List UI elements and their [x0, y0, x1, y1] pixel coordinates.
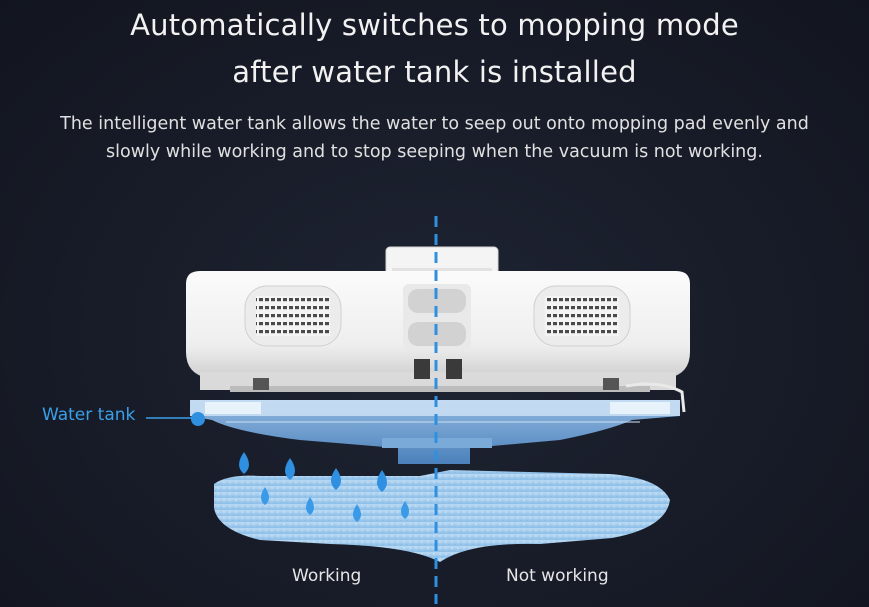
description-line-1: The intelligent water tank allows the wa…	[60, 114, 809, 134]
caption-working: Working	[292, 566, 362, 586]
water-drop-icon	[285, 458, 295, 480]
headline-line-2: after water tank is installed	[232, 55, 637, 89]
water-drop-icon	[377, 470, 387, 492]
description: The intelligent water tank allows the wa…	[20, 110, 849, 166]
water-drop-icon	[331, 468, 341, 490]
water-drop-icon	[239, 452, 249, 474]
headline-line-1: Automatically switches to mopping mode	[130, 8, 739, 42]
water-tank-label: Water tank	[42, 405, 136, 425]
water-drop-icon	[401, 501, 409, 519]
water-drop-icon	[353, 504, 361, 522]
robot-body	[186, 271, 690, 413]
water-drop-icon	[306, 497, 314, 515]
headline: Automatically switches to mopping mode a…	[0, 2, 869, 96]
description-line-2: slowly while working and to stop seeping…	[106, 142, 763, 162]
caption-not-working: Not working	[506, 566, 609, 586]
water-drop-icon	[261, 487, 269, 505]
mopping-pad	[214, 470, 670, 562]
water-droplets	[239, 452, 409, 522]
